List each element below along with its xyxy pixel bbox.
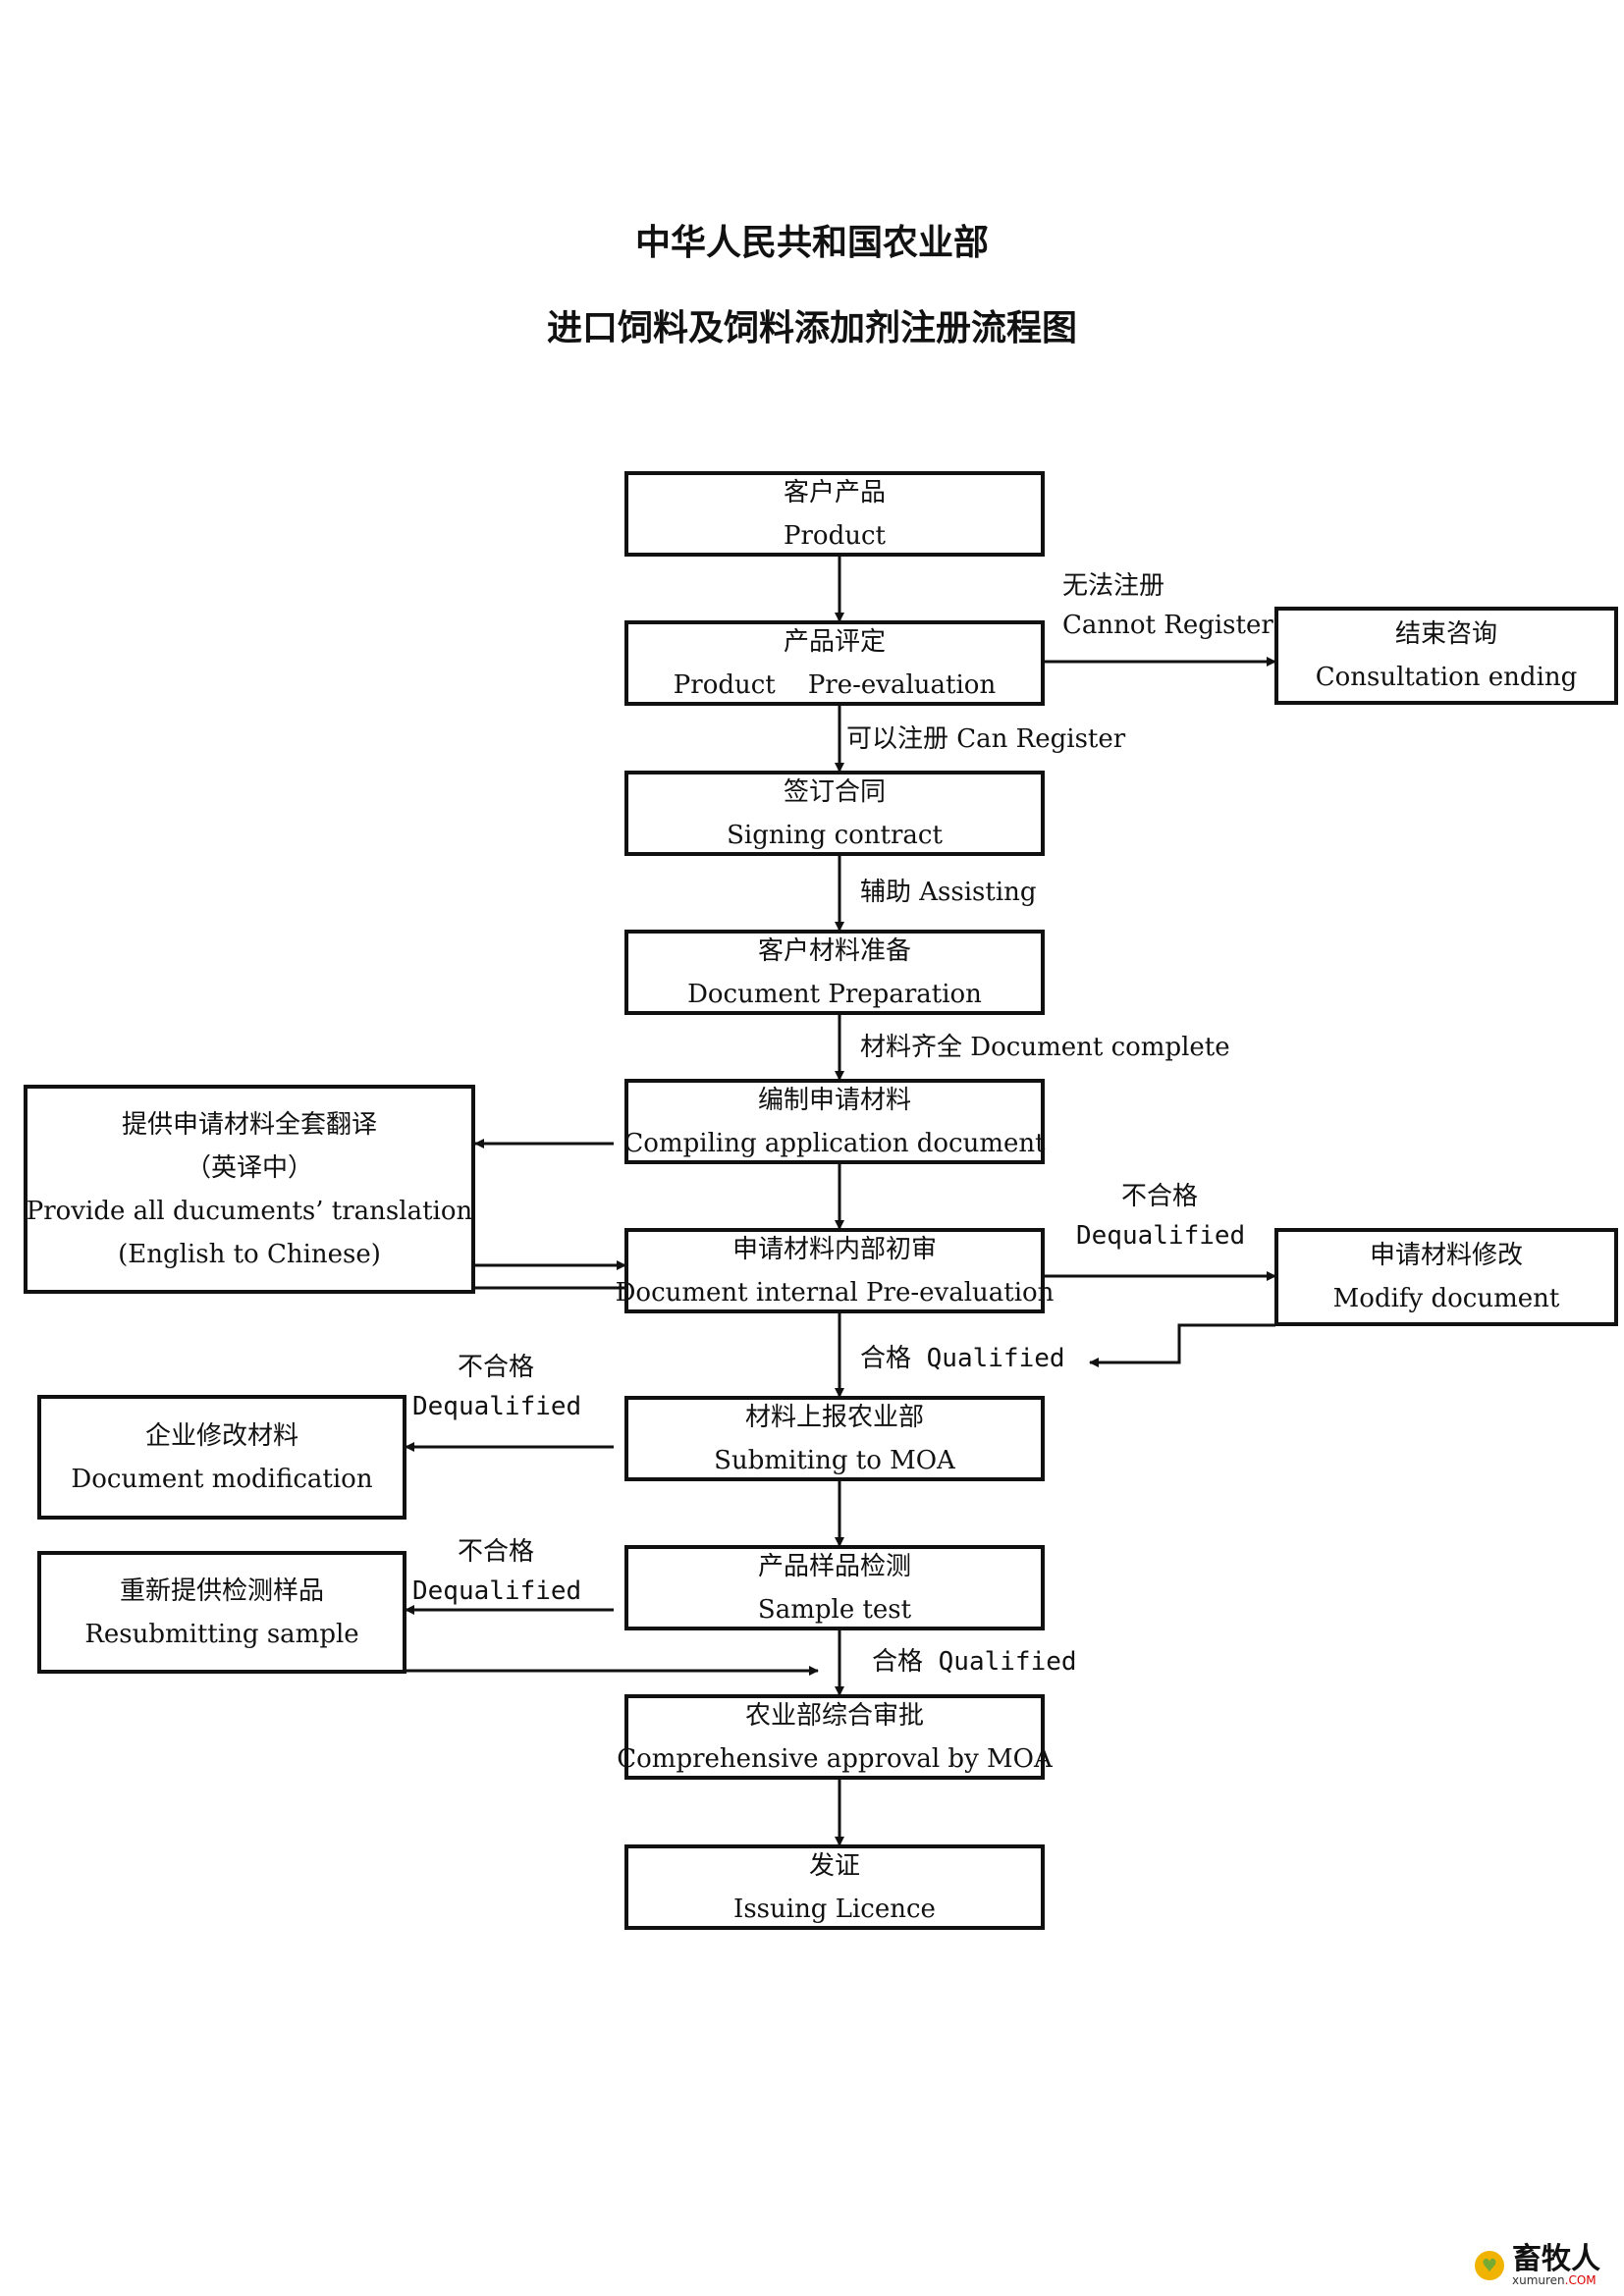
node-pre-evaluation-cn: 产品评定 [783, 626, 886, 657]
node-issuing-licence-en: Issuing Licence [733, 1894, 936, 1924]
node-internal-pre-evaluation-cn: 申请材料内部初审 [731, 1234, 937, 1264]
node-product-cn: 客户产品 [783, 477, 886, 507]
node-resubmitting-sample-en: Resubmitting sample [84, 1619, 359, 1649]
node-compiling: 编制申请材料 Compiling application document [623, 1079, 1046, 1164]
node-pre-evaluation-en: Product Pre-evaluation [673, 669, 997, 700]
label-assisting: 辅助 Assisting [860, 878, 1037, 907]
watermark-en-suffix: .COM [1564, 2273, 1597, 2287]
node-signing-contract-cn: 签订合同 [783, 776, 886, 807]
node-comprehensive-approval-en: Comprehensive approval by MOA [617, 1743, 1053, 1774]
node-consultation-ending-en: Consultation ending [1315, 663, 1578, 692]
page-title: 中华人民共和国农业部 [634, 223, 989, 263]
label-qualified2: 合格 Qualified [872, 1647, 1077, 1677]
node-resubmitting-sample: 重新提供检测样品 Resubmitting sample [37, 1551, 406, 1674]
node-resubmitting-sample-cn: 重新提供检测样品 [119, 1575, 324, 1606]
node-sample-test-cn: 产品样品检测 [757, 1551, 911, 1581]
heart-logo-icon: ♥ [1475, 2251, 1504, 2280]
label-dequalified1-cn: 不合格 [1121, 1182, 1199, 1211]
node-document-preparation: 客户材料准备 Document Preparation [624, 930, 1045, 1015]
label-can-register: 可以注册 Can Register [846, 724, 1126, 754]
node-consultation-ending: 结束咨询 Consultation ending [1274, 607, 1618, 705]
page-subtitle: 进口饲料及饲料添加剂注册流程图 [546, 308, 1077, 348]
watermark-text: 畜牧人 xumuren.COM [1512, 2242, 1600, 2287]
node-translation-en2: (English to Chinese) [118, 1239, 381, 1269]
node-document-preparation-en: Document Preparation [687, 979, 982, 1009]
node-modify-document-cn: 申请材料修改 [1369, 1241, 1523, 1270]
node-modify-document: 申请材料修改 Modify document [1274, 1228, 1618, 1326]
node-comprehensive-approval: 农业部综合审批 Comprehensive approval by MOA [617, 1694, 1053, 1780]
label-document-complete: 材料齐全 Document complete [860, 1033, 1230, 1062]
node-consultation-ending-cn: 结束咨询 [1394, 619, 1497, 649]
label-dequalified2-en: Dequalified [412, 1392, 582, 1421]
label-dequalified2-cn: 不合格 [458, 1353, 535, 1382]
arrow-modify-return [1089, 1323, 1275, 1367]
node-submitting-moa-en: Submiting to MOA [714, 1445, 955, 1475]
watermark-en-main: xumuren [1512, 2273, 1565, 2287]
node-pre-evaluation: 产品评定 Product Pre-evaluation [624, 620, 1045, 706]
node-submitting-moa: 材料上报农业部 Submiting to MOA [624, 1396, 1045, 1481]
label-dequalified3-en: Dequalified [412, 1576, 582, 1606]
node-translation: 提供申请材料全套翻译 （英译中） Provide all ducuments’ … [24, 1085, 475, 1294]
node-translation-cn: 提供申请材料全套翻译 [121, 1109, 377, 1140]
node-compiling-en: Compiling application document [623, 1128, 1046, 1158]
watermark-logo: ♥ 畜牧人 xumuren.COM [1475, 2245, 1600, 2286]
label-dequalified1-en: Dequalified [1076, 1221, 1246, 1251]
node-translation-en: Provide all ducuments’ translation [26, 1196, 473, 1226]
node-issuing-licence: 发证 Issuing Licence [624, 1844, 1045, 1930]
node-issuing-licence-cn: 发证 [808, 1850, 860, 1881]
label-qualified1: 合格 Qualified [860, 1344, 1065, 1373]
node-comprehensive-approval-cn: 农业部综合审批 [744, 1700, 924, 1731]
node-document-preparation-cn: 客户材料准备 [757, 935, 911, 966]
node-modify-document-en: Modify document [1332, 1284, 1560, 1313]
node-internal-pre-evaluation-en: Document internal Pre-evaluation [615, 1277, 1055, 1308]
node-signing-contract-en: Signing contract [727, 820, 943, 850]
node-compiling-cn: 编制申请材料 [757, 1085, 911, 1115]
node-product: 客户产品 Product [624, 471, 1045, 557]
node-sample-test: 产品样品检测 Sample test [624, 1545, 1045, 1630]
label-dequalified3-cn: 不合格 [458, 1537, 535, 1567]
node-product-en: Product [784, 520, 886, 551]
node-internal-pre-evaluation: 申请材料内部初审 Document internal Pre-evaluatio… [616, 1228, 1054, 1313]
node-document-modification: 企业修改材料 Document modification [37, 1395, 406, 1520]
node-sample-test-en: Sample test [757, 1594, 912, 1625]
node-translation-cn2: （英译中） [185, 1152, 313, 1183]
label-cannot-register-cn: 无法注册 [1062, 571, 1165, 601]
node-document-modification-cn: 企业修改材料 [144, 1420, 298, 1451]
label-cannot-register-en: Cannot Register [1062, 611, 1273, 640]
watermark-en: xumuren.COM [1512, 2274, 1600, 2286]
node-document-modification-en: Document modification [71, 1464, 373, 1494]
node-submitting-moa-cn: 材料上报农业部 [744, 1402, 924, 1432]
watermark-cn: 畜牧人 [1512, 2242, 1600, 2276]
node-signing-contract: 签订合同 Signing contract [624, 771, 1045, 856]
